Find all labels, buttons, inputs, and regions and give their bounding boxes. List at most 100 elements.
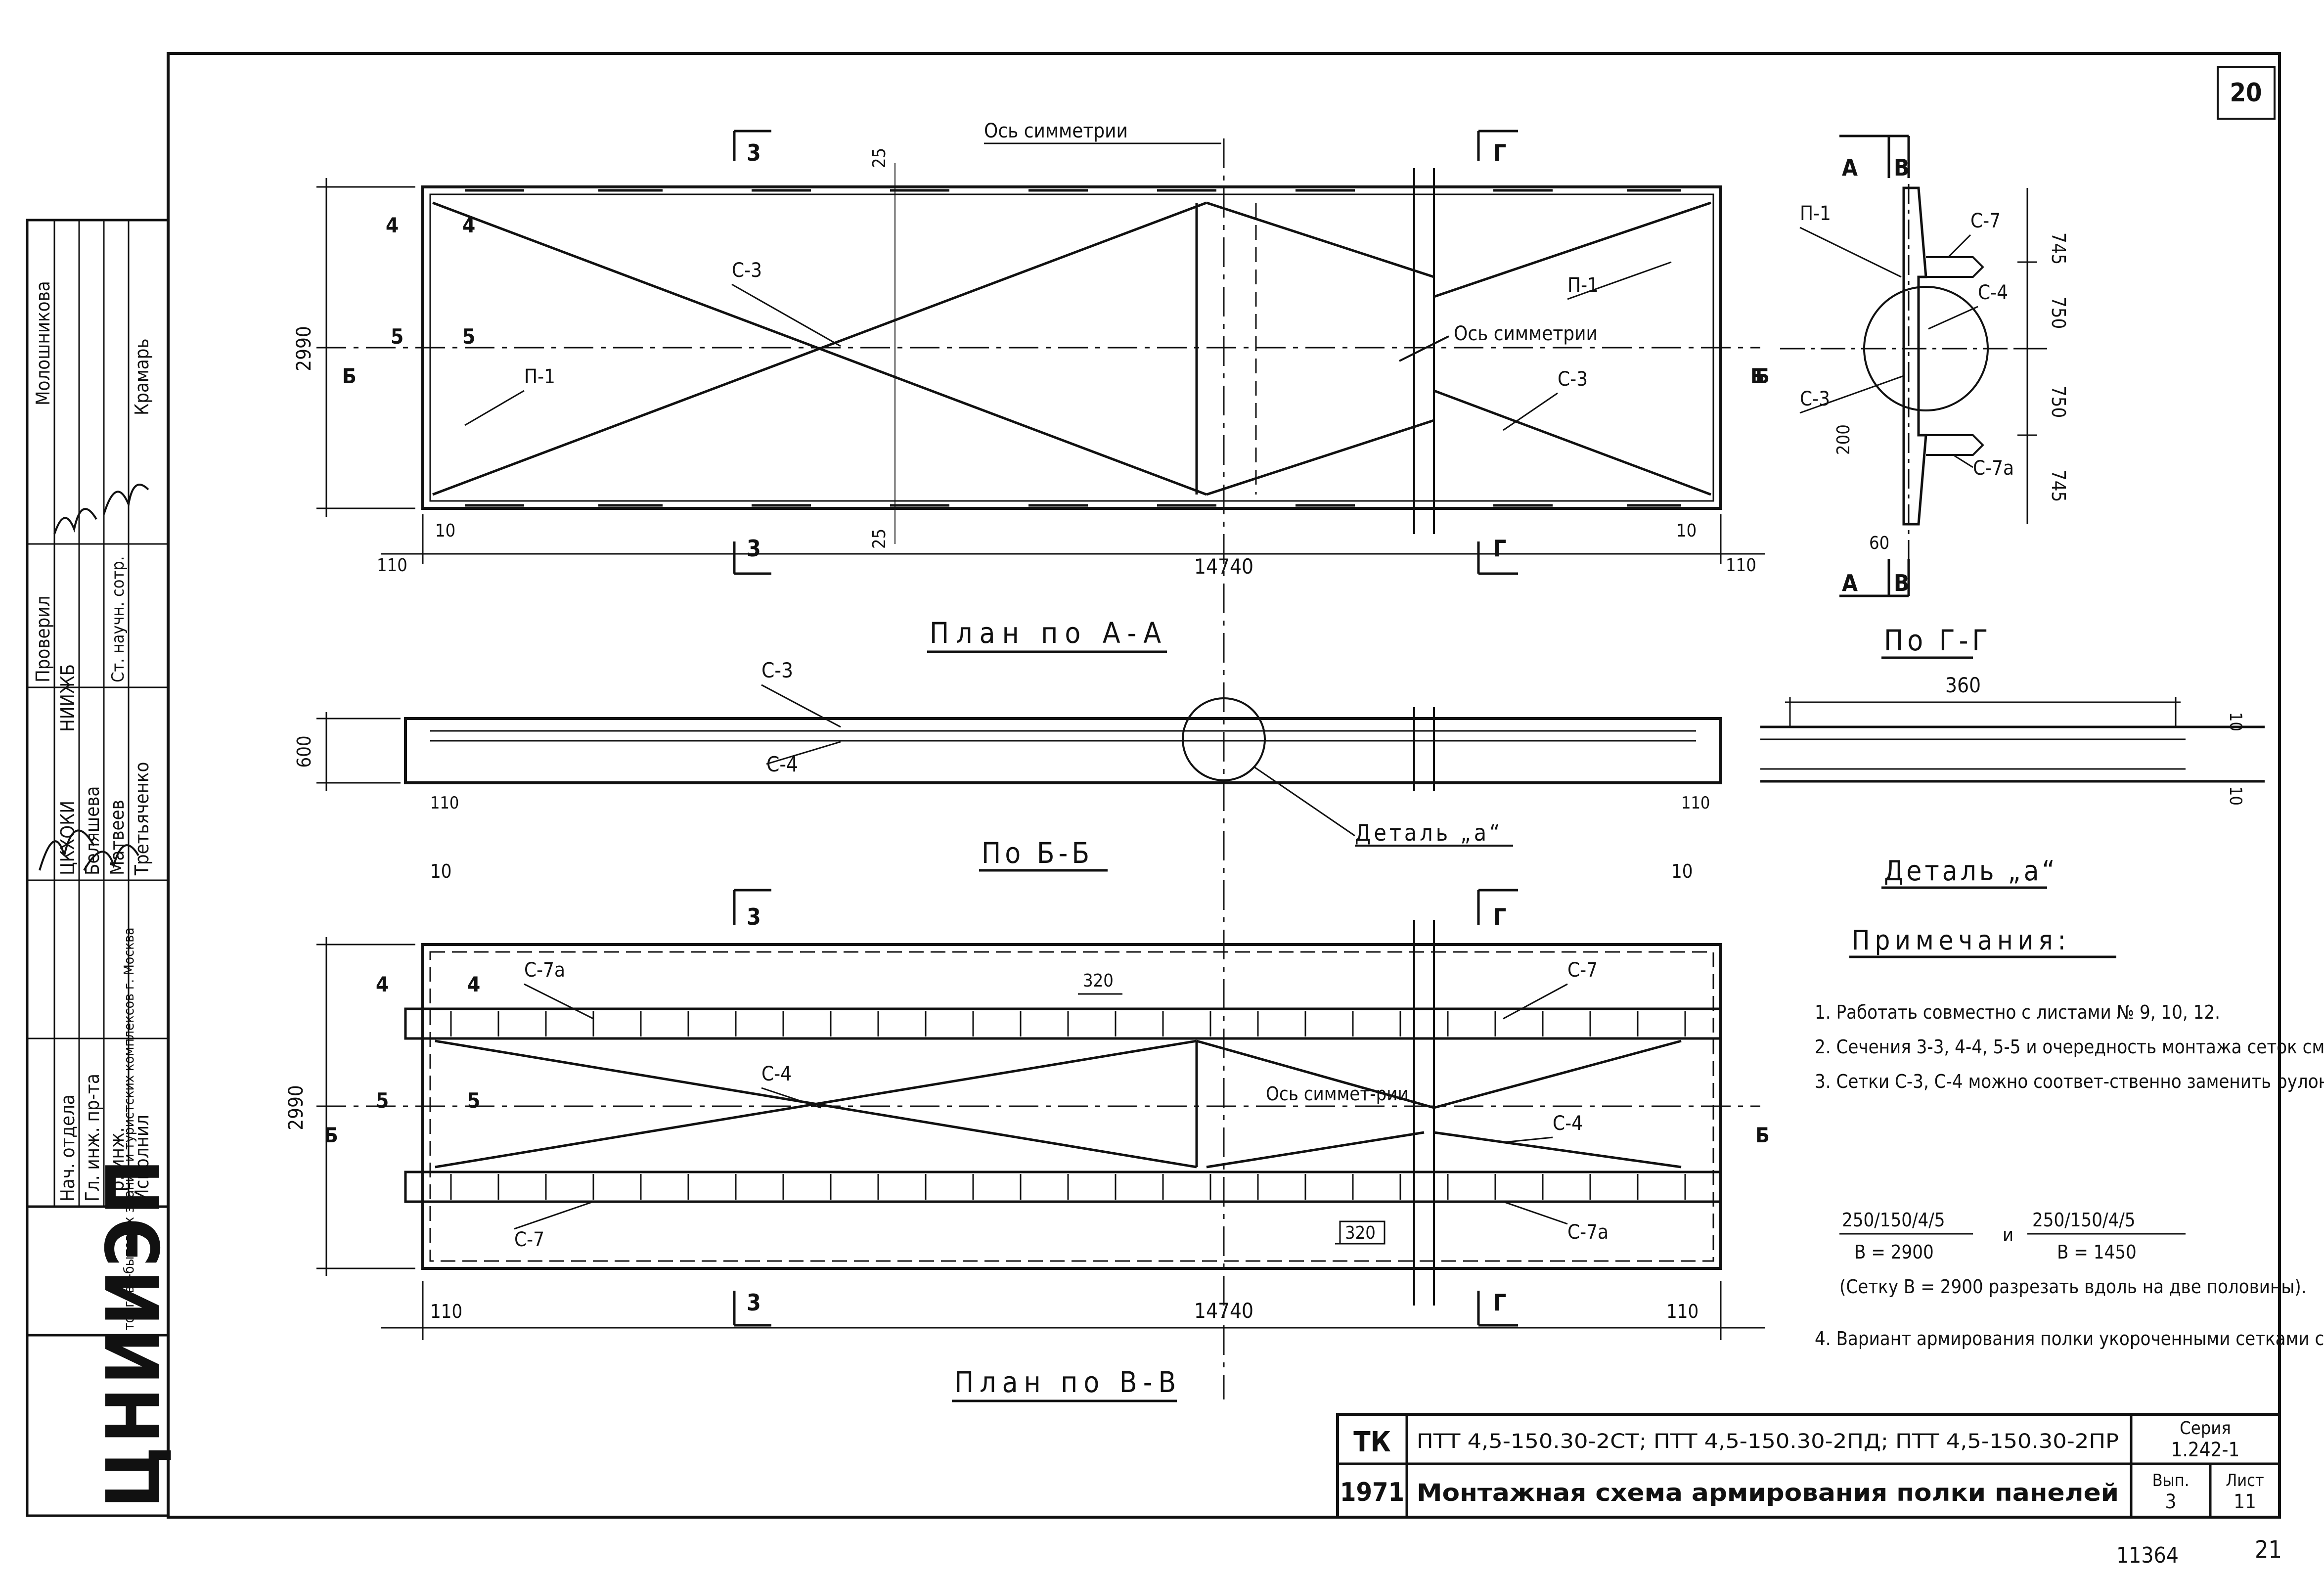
label-s3-left: С-3 [732,259,762,282]
plan-vv-title: План по В-В [954,1365,1182,1399]
tb-list-value: 11 [2234,1490,2256,1513]
cut-3-top: 3 [747,139,761,166]
cut-g-top: Г [1493,139,1506,166]
dim-bb-600: 600 [293,735,315,767]
dim-aa-height: 2990 [293,326,315,371]
notes-title: Примечания: [1852,925,2071,956]
gg-dim-2: 750 [2048,386,2069,418]
plan-vv-dimensions [316,937,1765,1340]
tb-series-label: Серия [2180,1418,2231,1439]
vv-label-s7-top: С-7 [1567,959,1598,982]
cut-5-left: 5 [391,324,403,349]
cut-b-left: Б [342,364,357,388]
dim-aa-10-right: 10 [1676,521,1697,541]
gg-label-s3: С-3 [1800,388,1830,410]
dim-bb-110-left: 110 [430,793,459,813]
stamp-organization: торгово-бытовых зданий и туристских комп… [121,927,137,1330]
vv-label-s7-bottom: С-7 [514,1228,544,1251]
signature-marks [39,484,149,871]
cut-marks-vv [733,889,1518,1327]
vv-cut-5-left: 5 [376,1088,389,1113]
tb-list-label: Лист [2226,1471,2264,1490]
note-3-frac1-den: В = 2900 [1854,1241,1934,1263]
gg-dim-200: 200 [1833,424,1854,455]
gg-label-s7a: С-7а [1973,457,2014,480]
vv-label-s7a-bottom: С-7а [1567,1221,1609,1244]
gg-cut-b-side: Б [1750,364,1765,388]
vv-label-s4-left: С-4 [761,1063,792,1085]
dim-aa-25-top: 25 [869,148,890,168]
label-s3-right: С-3 [1558,368,1588,391]
vv-cut-5-right: 5 [467,1088,480,1113]
vv-cut-b-left: Б [324,1123,338,1147]
cut-b-right: Б [1755,364,1770,388]
mesh-s4-diagonal-b [435,1039,1197,1169]
detail-a-dim-10-top: 10 [2226,712,2245,731]
dim-vv-110-right: 110 [1666,1301,1698,1322]
dim-bb-110-right: 110 [1681,793,1710,813]
tb-series-value: 1.242-1 [2171,1439,2240,1461]
note-3-tail: (Сетку В = 2900 разрезать вдоль на две п… [1839,1276,2307,1298]
stamp-role-5: Проверил [32,596,54,682]
section-gg-dims [2017,188,2037,524]
dim-vv-height: 2990 [285,1085,308,1130]
cut-3-bottom: 3 [747,535,761,562]
stamp-role-4: ЦКХОКИ [57,801,79,875]
stamp-name-0: Беляшева [82,786,103,875]
detail-a-dim-10-bottom: 10 [2226,786,2245,806]
note-3-frac1-num: 250/150/4/5 [1842,1209,1945,1231]
tb-designation: ПТТ 4,5-150.30-2СТ; ПТТ 4,5-150.30-2ПД; … [1417,1430,2119,1453]
dim-vv-110-left: 110 [430,1301,462,1322]
symmetry-label-top: Ось симметрии [984,120,1128,142]
dim-aa-110-left: 110 [377,555,407,576]
section-bb-view: 600 110 110 С-3 С-4 Деталь „а“ По Б-Б [293,658,1722,872]
plan-aa-view: 2990 14740 110 110 10 10 25 25 Ось симме… [293,120,1770,1399]
stamp-name-3: Молошникова [32,281,54,406]
tb-year: 1971 [1340,1478,1404,1507]
detail-a-circle [1182,697,1266,781]
vv-cut-3-bottom: 3 [747,1289,761,1316]
note-3-frac2-den: В = 1450 [2057,1241,2137,1263]
section-bb-title: По Б-Б [982,836,1093,870]
vv-cut-4-left: 4 [376,972,389,996]
dim-aa-length: 14740 [1194,554,1253,579]
notes-block: Примечания: 1. Работать совместно с лист… [1815,925,2324,1350]
bottom-number: 11364 [2116,1543,2179,1568]
detail-a-view: 360 10 10 Деталь „а“ [1760,673,2265,889]
detail-a-dim-360: 360 [1945,673,1981,697]
gg-cut-b-bottom: В [1894,570,1910,596]
stirrups-bottom [445,1174,1701,1200]
bb-detail-ref: Деталь „а“ [1355,819,1503,846]
plan-aa-title: План по А-А [930,616,1168,650]
symmetry-label-mid: Ось симметрии [1454,322,1598,345]
top-rib-marks [465,189,1681,507]
mesh-s3-diagonal-b [432,201,1207,496]
stamp-name-4: Крамарь [131,338,153,415]
vv-cut-3-top: 3 [747,903,761,930]
page-number: 20 [2230,78,2262,108]
cut-g-bottom: Г [1493,535,1506,562]
dim-vv-10-left: 10 [430,860,452,882]
bottom-mark: 21 [2255,1536,2282,1564]
cut-marks-aa [733,130,1518,575]
cut-4-right: 4 [462,213,475,237]
gg-dim-1: 750 [2048,297,2069,329]
plan-aa-dimensions [316,163,1765,564]
gg-label-s4: С-4 [1978,281,2008,304]
stamp-name-1: Матвеев [106,800,128,875]
side-stamp: Нач. отдела Гл. инж. пр-та Гр. инж. Испо… [26,219,177,1517]
section-gg-title: По Г-Г [1884,624,1992,657]
detail-a-title: Деталь „а“ [1884,855,2058,887]
page-number-box [2217,66,2276,120]
gg-label-s7: С-7 [1970,210,2001,232]
note-2: 2. Сечения 3-3, 4-4, 5-5 и очередность м… [1815,1036,2324,1058]
note-1: 1. Работать совместно с листами № 9, 10,… [1815,1001,2220,1023]
section-gg-view: 745 750 750 745 200 60 А В А В П-1 С-7 С… [1750,135,2069,659]
note-3: 3. Сетки С-3, С-4 можно соответ-ственно … [1815,1071,2324,1092]
cut-5-right: 5 [462,324,475,349]
dim-vv-10-right: 10 [1671,860,1693,882]
stamp-role-6: НИИЖБ [57,664,79,732]
cut-4-left: 4 [386,213,399,237]
note-3-and: и [2003,1224,2013,1246]
tb-title: Монтажная схема армирования полки панеле… [1417,1479,2119,1507]
